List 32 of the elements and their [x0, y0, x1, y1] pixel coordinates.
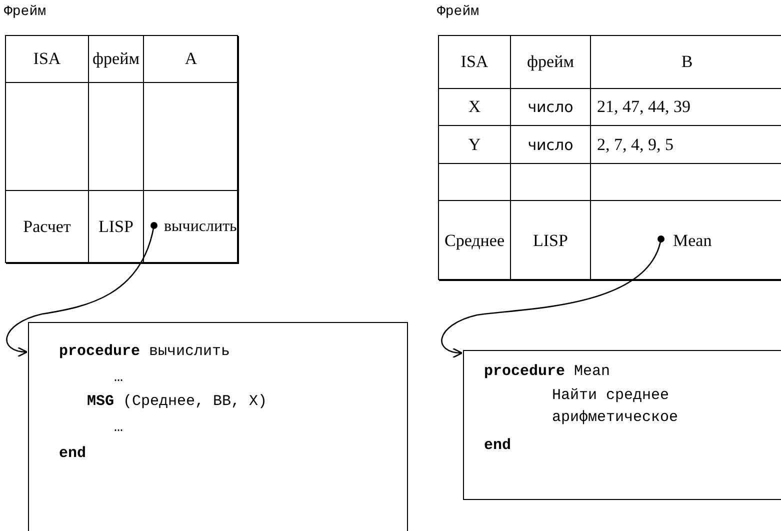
code-line: procedure вычислить: [59, 342, 232, 362]
table-cell: B: [591, 36, 781, 89]
table-cell: 2, 7, 4, 9, 5: [591, 126, 781, 164]
code-line: …: [114, 418, 124, 438]
table-cell: ISA: [439, 36, 511, 89]
table-heading: Фрейм: [437, 4, 480, 20]
table-heading: Фрейм: [4, 4, 46, 20]
curved-arrow: [441, 236, 664, 358]
table-cell: вычислить: [144, 191, 239, 264]
table-cell: число: [511, 126, 591, 164]
code-line: end: [59, 444, 88, 464]
code-line: Найти среднее арифметическое: [552, 386, 680, 428]
table-cell: фрейм: [89, 36, 144, 83]
procedure-box: [28, 322, 408, 531]
table-cell: A: [144, 36, 239, 83]
code-line: procedure Mean: [484, 362, 612, 382]
code-line: …: [114, 368, 124, 388]
curved-arrow: [6, 222, 158, 356]
table-cell: фрейм: [511, 36, 591, 89]
procedure-box: [463, 350, 781, 500]
code-line: end: [484, 436, 512, 456]
table-cell: X: [439, 89, 511, 126]
table-cell: число: [511, 89, 591, 126]
code-line: MSG (Среднее, BB, X): [87, 392, 268, 412]
table-cell: LISP: [89, 191, 144, 264]
table-cell: Y: [439, 126, 511, 164]
table-cell: 21, 47, 44, 39: [591, 89, 781, 126]
table-cell: Среднее: [439, 201, 511, 281]
table-cell: ISA: [6, 36, 89, 83]
table-cell: LISP: [511, 201, 591, 281]
table-cell: Расчет: [6, 191, 89, 264]
table-cell: Mean: [591, 201, 781, 281]
